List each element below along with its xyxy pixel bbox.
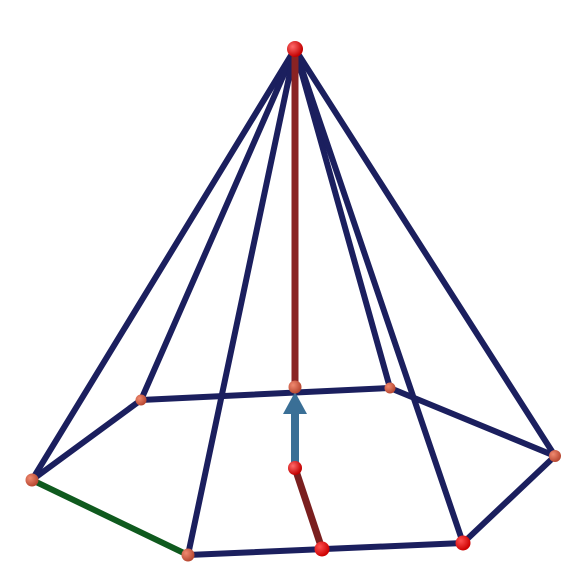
apex-vertex: [287, 41, 303, 57]
base-edge-highlighted: [29, 477, 191, 558]
base-vertex-6: [181, 548, 195, 562]
base-edge-back: [138, 385, 393, 403]
pyramid-height-and-apothem: [291, 45, 326, 553]
base-edge-right-front: [460, 453, 558, 546]
base-center-vertex: [288, 380, 302, 394]
pyramid-vertices: [25, 41, 561, 562]
base-edge-left-back: [29, 397, 144, 483]
base-edge-right-back: [387, 385, 558, 459]
base-vertex-5: [455, 535, 471, 551]
pyramid-lateral-edges: [29, 46, 558, 558]
normal-vector-arrow: [283, 392, 307, 472]
arrow-head: [283, 392, 307, 414]
base-vertex-1: [25, 473, 39, 487]
base-midpoint-vertex: [314, 541, 330, 557]
base-vertex-3: [384, 382, 396, 394]
base-vertex-2: [135, 394, 147, 406]
lateral-edge-3: [185, 46, 298, 558]
lateral-edge-1: [29, 46, 298, 483]
lateral-edge-5: [292, 46, 466, 546]
lateral-edge-4: [292, 46, 393, 391]
lateral-edge-2: [138, 46, 298, 403]
lower-point-vertex: [288, 461, 302, 475]
apothem-segment: [291, 464, 326, 553]
lateral-edge-6: [292, 46, 558, 459]
base-vertex-4: [549, 450, 561, 462]
